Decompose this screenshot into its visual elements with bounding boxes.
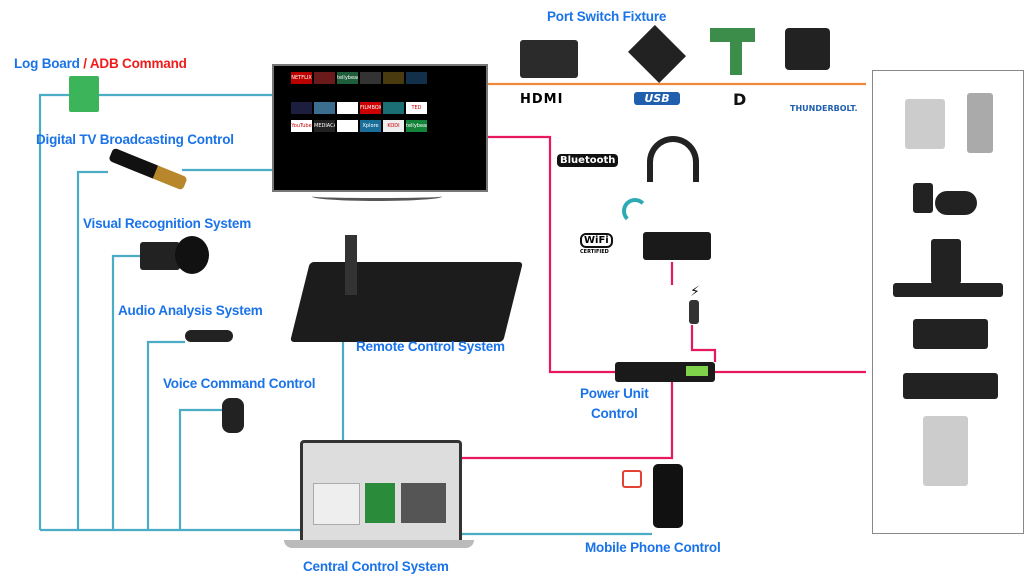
peripheral-devices-panel <box>872 70 1024 534</box>
dtv-line <box>76 168 272 530</box>
dp-fixture-stem <box>730 40 742 75</box>
audio-line <box>146 340 185 530</box>
tv-app-tile <box>383 72 404 84</box>
tv-app-tile <box>337 120 358 132</box>
streaming-device-icon <box>913 183 933 213</box>
log-board-text: Log Board <box>14 56 80 71</box>
tv-app-tile <box>360 72 381 84</box>
hdmi-fixture-icon <box>520 40 578 78</box>
log-board-label: Log Board / ADB Command <box>14 56 187 71</box>
log-board-line <box>38 93 272 530</box>
laptop-app-image <box>365 483 395 523</box>
power-unit-label: Power Unit Control <box>580 386 649 421</box>
tv-app-tile <box>383 102 404 114</box>
tv-app-tile <box>291 102 312 114</box>
displayport-logo: D <box>733 90 747 109</box>
game-console-icon <box>923 416 968 486</box>
rig-arm-icon <box>345 235 357 295</box>
hdmi-logo: HDMI <box>520 92 564 107</box>
smart-speaker-icon <box>222 398 244 433</box>
dtv-label: Digital TV Broadcasting Control <box>36 132 234 147</box>
tv-app-tile: FILMBOX <box>360 102 381 114</box>
camera-lens-icon <box>175 236 209 274</box>
port-switch-label: Port Switch Fixture <box>547 9 667 24</box>
wifi-logo: WiFi <box>580 233 613 248</box>
media-player-icon <box>935 191 977 215</box>
voice-label: Voice Command Control <box>163 376 316 391</box>
soundbar-icon <box>893 283 1003 297</box>
visual-label: Visual Recognition System <box>83 216 252 231</box>
tv-app-tile: tellybean <box>337 72 358 84</box>
separator: / <box>79 56 90 71</box>
usb-logo: USB <box>634 92 680 105</box>
camera-icon <box>140 242 180 270</box>
tv-power-line <box>484 135 615 374</box>
desktop-tower-icon <box>967 93 993 153</box>
tv-app-tile <box>314 72 335 84</box>
power-plug-icon <box>689 300 699 324</box>
tv-app-tile: KODI <box>383 120 404 132</box>
tv-app-tile <box>406 72 427 84</box>
laptop-app-table <box>313 483 360 525</box>
av-receiver-icon <box>913 319 988 349</box>
tv-screen: NETFLIXtellybeanFILMBOXTEDYouTubeMEDIACA… <box>272 64 488 192</box>
mobile-label: Mobile Phone Control <box>585 540 721 555</box>
headphones-icon <box>647 136 699 182</box>
tv-app-tile: TED <box>406 102 427 114</box>
lightning-icon: ⚡ <box>690 284 700 300</box>
wifi-signal-icon <box>622 198 648 224</box>
laptop-device-icon <box>905 99 945 149</box>
tv-app-tile: MEDIACAST <box>314 120 335 132</box>
remote-label: Remote Control System <box>356 339 505 354</box>
visual-line <box>111 254 140 530</box>
log-board-icon <box>69 76 99 112</box>
tv-app-tile <box>314 102 335 114</box>
voice-line <box>178 408 222 530</box>
laptop-app-pattern <box>401 483 446 523</box>
mobile-phone-icon[interactable] <box>653 464 683 528</box>
tv-app-tile: tellybean <box>406 120 427 132</box>
thunderbolt-fixture-icon <box>785 28 830 70</box>
dvd-player-icon <box>903 373 998 399</box>
router-power-line <box>670 262 717 362</box>
bluetooth-logo: Bluetooth <box>557 154 619 167</box>
tv-app-tile: NETFLIX <box>291 72 312 84</box>
tv-app-tile: Xplore <box>360 120 381 132</box>
cast-icon <box>622 470 642 488</box>
router-icon <box>643 232 711 260</box>
microphone-icon <box>185 330 233 342</box>
laptop-base-icon <box>284 540 474 548</box>
tv-app-tile <box>337 102 358 114</box>
tv-stand-icon <box>312 192 442 201</box>
tv-app-tile: YouTube <box>291 120 312 132</box>
subwoofer-icon <box>931 239 961 284</box>
audio-label: Audio Analysis System <box>118 303 263 318</box>
thunderbolt-logo: THUNDERBOLT. <box>790 104 858 113</box>
central-power-line <box>455 382 674 460</box>
dp-fixture-icon <box>710 28 755 42</box>
remote-control-rig-icon <box>290 262 523 342</box>
power-strip-display <box>686 366 708 376</box>
adb-command-text: ADB Command <box>89 56 187 71</box>
central-label: Central Control System <box>303 559 449 574</box>
central-laptop-screen[interactable] <box>300 440 462 544</box>
wifi-certified: CERTIFIED <box>580 249 609 255</box>
